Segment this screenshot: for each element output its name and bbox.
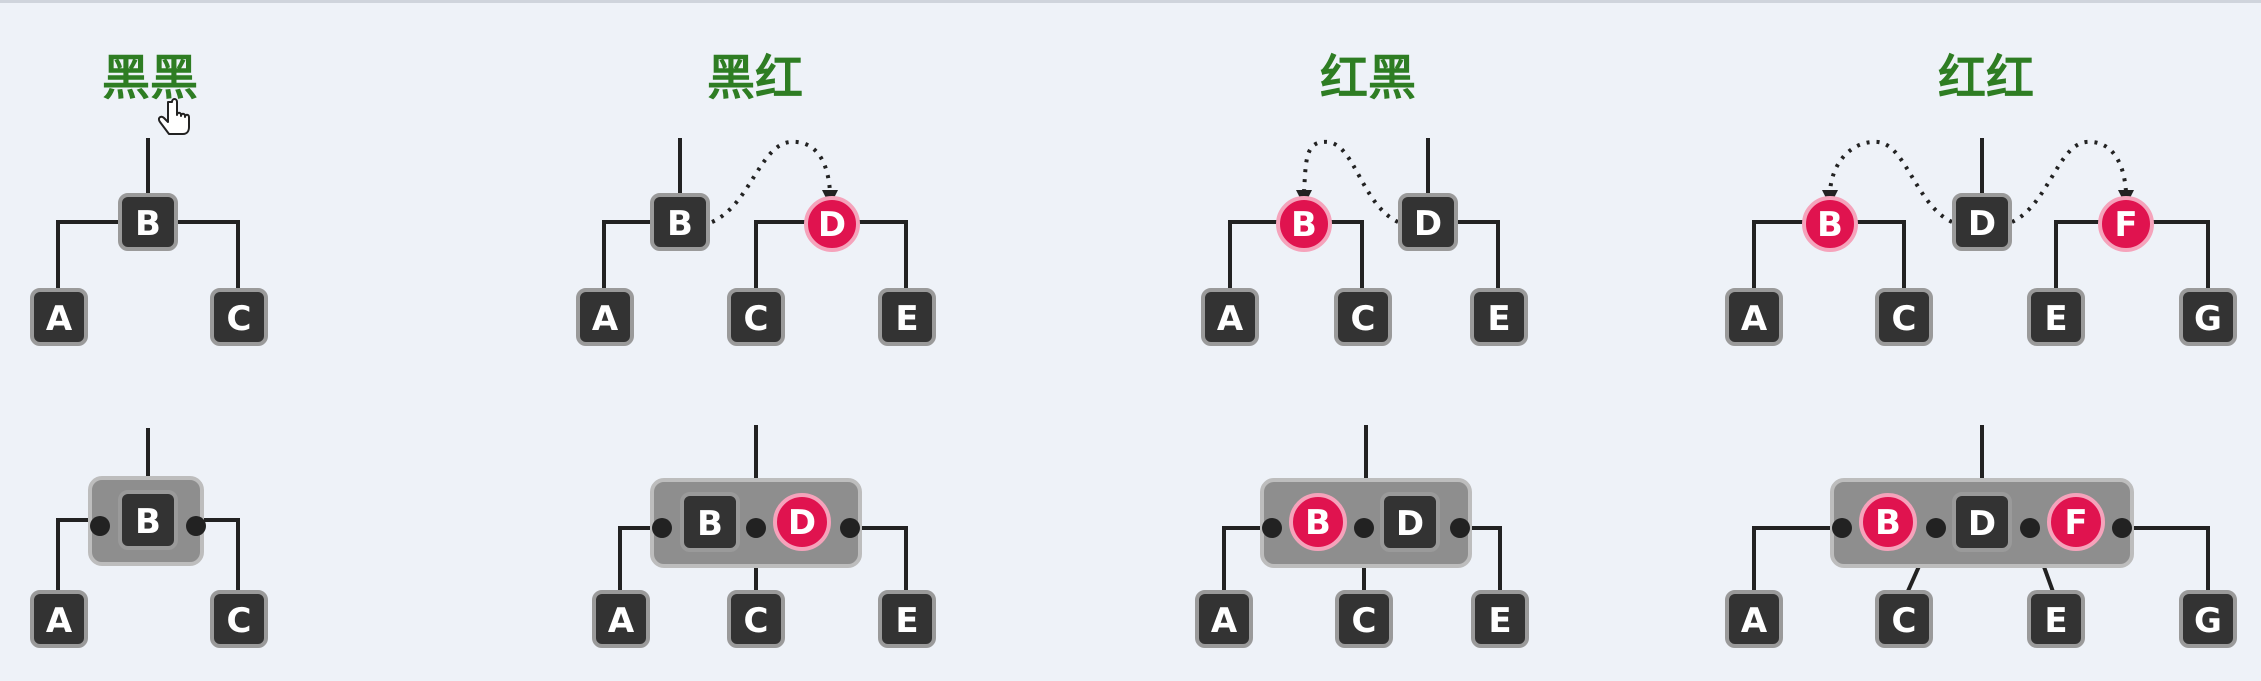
node-A-bottom: A [592,590,650,648]
panel-red-black: B D A C E B D A C E [1195,138,1529,648]
merged-node-bottom: B D [1260,478,1472,568]
svg-text:E: E [1488,601,1511,641]
node-C-top: C [1875,288,1933,346]
svg-text:B: B [135,502,161,542]
svg-text:E: E [895,601,918,641]
svg-text:C: C [744,601,769,641]
node-G-top: G [2179,288,2237,346]
merged-node-bottom: B D [650,478,862,568]
svg-text:B: B [1875,503,1901,543]
node-E-bottom: E [1471,590,1529,648]
node-D-red-top: D [804,196,860,252]
node-C-bottom: C [727,590,785,648]
svg-text:D: D [1414,204,1442,244]
svg-text:B: B [1817,205,1843,245]
svg-text:F: F [2114,205,2137,245]
svg-text:C: C [227,601,252,641]
svg-text:A: A [592,299,619,339]
svg-text:A: A [46,299,73,339]
svg-text:D: D [818,205,846,245]
svg-text:A: A [46,601,73,641]
node-B-red-top: B [1276,196,1332,252]
svg-text:D: D [1968,504,1996,544]
node-A-top: A [1725,288,1783,346]
node-B-top: B [650,193,710,251]
svg-text:B: B [667,204,693,244]
node-C-top: C [210,288,268,346]
node-C-bottom: C [210,590,268,648]
svg-text:C: C [1351,299,1376,339]
svg-text:F: F [2064,503,2087,543]
title-black-black: 黑黑 [101,50,198,106]
node-D-top: D [1398,193,1458,251]
svg-text:E: E [895,299,918,339]
svg-text:B: B [1305,503,1331,543]
node-A-bottom: A [1195,590,1253,648]
title-red-red: 红红 [1937,50,2034,106]
title-black-red: 黑红 [706,50,803,106]
svg-text:D: D [1968,204,1996,244]
svg-text:A: A [1211,601,1238,641]
node-G-bottom: G [2179,590,2237,648]
svg-text:G: G [2194,601,2222,641]
node-A-top: A [576,288,634,346]
svg-text:A: A [1741,299,1768,339]
node-E-top: E [878,288,936,346]
node-A-bottom: A [1725,590,1783,648]
node-C-top: C [727,288,785,346]
svg-text:A: A [608,601,635,641]
node-E-bottom: E [2027,590,2085,648]
svg-text:C: C [744,299,769,339]
node-A-top: A [1201,288,1259,346]
hand-pointer-icon [157,98,190,135]
svg-text:D: D [1396,504,1424,544]
svg-text:B: B [697,504,723,544]
svg-text:A: A [1741,601,1768,641]
node-D-top: D [1952,193,2012,251]
svg-text:B: B [135,204,161,244]
merged-node-bottom: B D F [1830,478,2134,568]
node-B-red-top: B [1802,196,1858,252]
svg-text:C: C [1352,601,1377,641]
svg-text:C: C [1892,299,1917,339]
node-E-top: E [1470,288,1528,346]
node-A-top: A [30,288,88,346]
node-A-bottom: A [30,590,88,648]
node-B-top: B [118,193,178,251]
node-C-bottom: C [1335,590,1393,648]
panel-black-red: B D A C E B D A C E [576,138,936,648]
svg-text:C: C [227,299,252,339]
svg-text:C: C [1892,601,1917,641]
node-C-top: C [1334,288,1392,346]
svg-text:D: D [788,503,816,543]
node-C-bottom: C [1875,590,1933,648]
svg-text:B: B [1291,205,1317,245]
svg-text:G: G [2194,299,2222,339]
svg-text:E: E [2044,601,2067,641]
node-F-red-top: F [2098,196,2154,252]
svg-text:E: E [2044,299,2067,339]
node-E-top: E [2027,288,2085,346]
panel-black-black: B A C B A C [30,138,268,648]
title-red-black: 红黑 [1319,50,1416,106]
svg-text:A: A [1217,299,1244,339]
merged-node-bottom: B [88,476,206,566]
top-border [0,0,2261,3]
node-E-bottom: E [878,590,936,648]
svg-text:E: E [1487,299,1510,339]
